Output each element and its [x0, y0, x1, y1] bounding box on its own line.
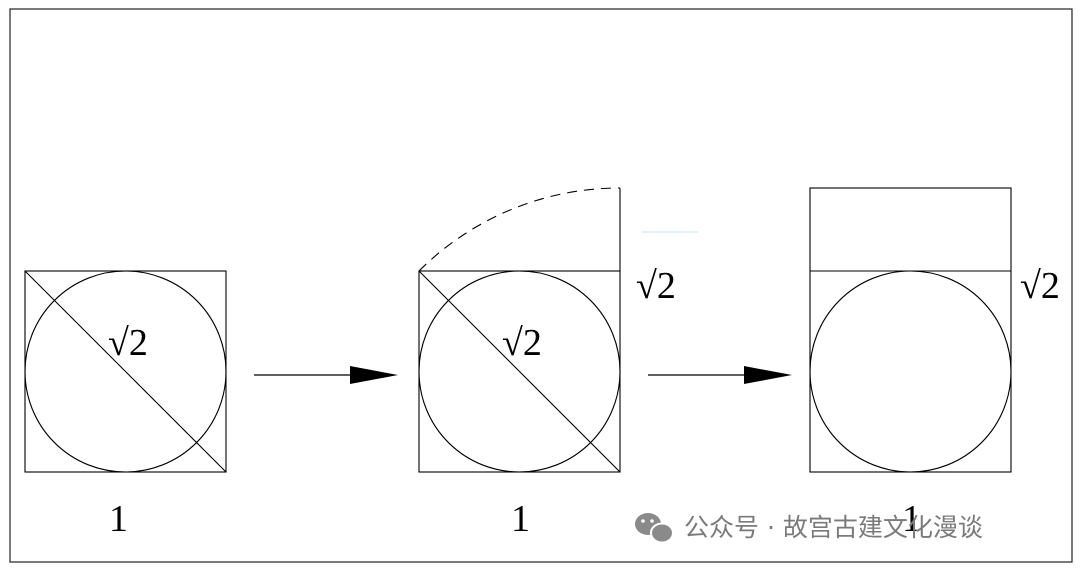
side-label-1: 1 — [109, 498, 128, 540]
inscribed-circle — [24, 270, 227, 473]
arrow-1 — [254, 366, 398, 384]
outer-frame — [9, 8, 1073, 563]
height-label-3: √2 — [1020, 265, 1060, 307]
diagonal-line — [418, 270, 621, 473]
watermark: 公众号 · 故宫古建文化漫谈 — [635, 513, 983, 544]
panel-square — [24, 270, 227, 473]
side-label-3: 1 — [902, 498, 921, 540]
arrow-2 — [648, 366, 792, 384]
panel-square-with-arc — [418, 187, 621, 473]
panel-rectangle — [809, 187, 1012, 473]
inscribed-circle — [809, 270, 1012, 473]
diagonal-line — [24, 270, 227, 473]
diagonal-label-1: √2 — [108, 322, 148, 364]
height-label-2: √2 — [636, 265, 676, 307]
dashed-arc — [418, 187, 621, 272]
diagonal-label-2: √2 — [502, 322, 542, 364]
watermark-text: 公众号 · 故宫古建文化漫谈 — [684, 513, 983, 542]
arrow-1-head — [350, 366, 398, 384]
arrow-2-head — [744, 366, 792, 384]
rectangle-outline — [809, 187, 1012, 473]
wechat-icon — [635, 513, 674, 544]
inscribed-circle — [418, 270, 621, 473]
side-label-2: 1 — [511, 498, 530, 540]
